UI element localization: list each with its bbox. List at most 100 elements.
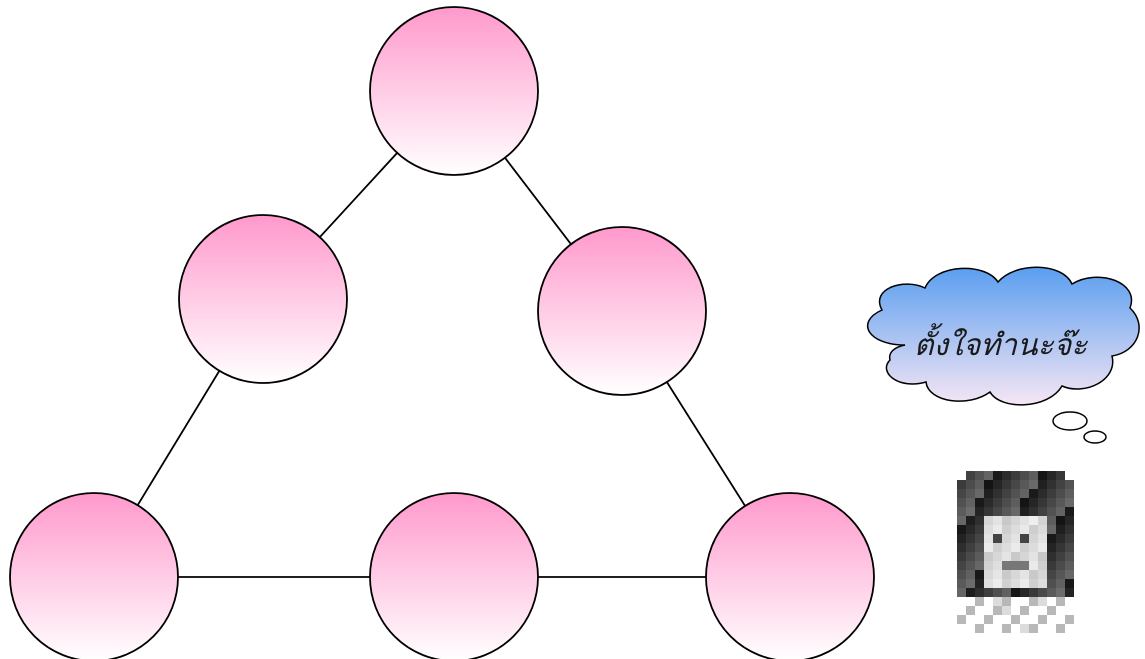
- portrait-pixel: [1065, 543, 1074, 552]
- portrait-pixel: [1011, 516, 1020, 525]
- portrait-pixel: [1038, 498, 1047, 507]
- portrait-pixel: [1038, 552, 1047, 561]
- node-bottom-left: [9, 492, 179, 659]
- portrait-pixel: [1011, 543, 1020, 552]
- portrait-pixel: [1056, 597, 1065, 606]
- portrait-pixel: [1002, 597, 1011, 606]
- portrait-pixel: [1020, 579, 1029, 588]
- portrait-pixel: [966, 471, 975, 480]
- portrait-pixel: [984, 489, 993, 498]
- portrait-pixel: [975, 498, 984, 507]
- portrait-pixel: [984, 615, 993, 624]
- portrait-pixel: [1038, 588, 1047, 597]
- portrait-pixel: [984, 507, 993, 516]
- portrait-pixel: [1002, 588, 1011, 597]
- portrait-pixel: [1038, 480, 1047, 489]
- portrait-pixel: [1056, 543, 1065, 552]
- portrait-pixel: [1002, 579, 1011, 588]
- portrait-pixel: [1047, 543, 1056, 552]
- portrait-pixel: [1011, 615, 1020, 624]
- portrait-pixel: [993, 498, 1002, 507]
- portrait-pixel: [1065, 561, 1074, 570]
- portrait-pixel: [993, 471, 1002, 480]
- portrait-pixel: [975, 552, 984, 561]
- portrait-pixel: [1002, 507, 1011, 516]
- portrait-pixel: [1020, 480, 1029, 489]
- portrait-pixel: [1047, 570, 1056, 579]
- thought-bubble: ตั้งใจทำนะจ๊ะ: [867, 266, 1140, 444]
- portrait-pixel: [957, 543, 966, 552]
- portrait-pixel: [984, 471, 993, 480]
- portrait-pixel: [1047, 507, 1056, 516]
- portrait-pixel: [975, 516, 984, 525]
- portrait-pixel: [1047, 561, 1056, 570]
- portrait-pixel: [1065, 615, 1074, 624]
- portrait-pixel: [1056, 480, 1065, 489]
- portrait-pixel: [975, 579, 984, 588]
- portrait-pixel: [966, 489, 975, 498]
- portrait-pixel: [966, 525, 975, 534]
- portrait-pixel: [993, 579, 1002, 588]
- portrait-pixel: [1011, 498, 1020, 507]
- portrait-pixel: [1056, 471, 1065, 480]
- portrait-pixel: [1002, 561, 1011, 570]
- portrait-pixel: [1065, 570, 1074, 579]
- portrait-pixel: [966, 507, 975, 516]
- portrait-pixel: [984, 588, 993, 597]
- thought-bubble-text: ตั้งใจทำนะจ๊ะ: [914, 323, 1088, 363]
- portrait-pixel: [975, 480, 984, 489]
- portrait-pixel: [1065, 507, 1074, 516]
- portrait-pixel: [984, 552, 993, 561]
- portrait-pixel: [1047, 588, 1056, 597]
- portrait-pixel: [1011, 570, 1020, 579]
- portrait-pixel: [975, 534, 984, 543]
- thought-dot-small: [1083, 430, 1107, 444]
- portrait-pixel: [1011, 534, 1020, 543]
- portrait-pixel: [1047, 534, 1056, 543]
- portrait-pixel: [957, 570, 966, 579]
- portrait-pixel: [1056, 507, 1065, 516]
- portrait-pixel: [1047, 471, 1056, 480]
- portrait-pixel: [993, 570, 1002, 579]
- portrait-pixel: [1056, 534, 1065, 543]
- portrait-pixel: [975, 588, 984, 597]
- portrait-pixel: [975, 597, 984, 606]
- portrait-pixel: [1002, 543, 1011, 552]
- portrait-pixel: [993, 480, 1002, 489]
- portrait-pixel: [1029, 507, 1038, 516]
- portrait-pixel: [1002, 570, 1011, 579]
- portrait-pixel: [1020, 471, 1029, 480]
- portrait-pixel: [957, 507, 966, 516]
- portrait-pixel: [1056, 588, 1065, 597]
- portrait-pixel: [957, 561, 966, 570]
- portrait-pixel: [1020, 525, 1029, 534]
- portrait-pixel: [984, 480, 993, 489]
- portrait-pixel: [966, 570, 975, 579]
- portrait-pixel: [1029, 498, 1038, 507]
- portrait-pixel: [975, 561, 984, 570]
- portrait-pixel: [1029, 534, 1038, 543]
- portrait-pixel: [975, 471, 984, 480]
- portrait-pixel: [1029, 570, 1038, 579]
- portrait-pixel: [1056, 516, 1065, 525]
- portrait-pixel: [1056, 570, 1065, 579]
- pixelated-portrait-icon: [957, 471, 1074, 633]
- portrait-pixel: [1038, 525, 1047, 534]
- portrait-pixel: [1029, 489, 1038, 498]
- portrait-pixel: [993, 525, 1002, 534]
- portrait-pixel: [975, 525, 984, 534]
- portrait-pixel: [966, 579, 975, 588]
- portrait-pixel: [1029, 588, 1038, 597]
- portrait-pixel: [1029, 516, 1038, 525]
- portrait-pixel: [1002, 525, 1011, 534]
- portrait-pixel: [975, 507, 984, 516]
- portrait-pixel: [1020, 543, 1029, 552]
- portrait-pixel: [1029, 561, 1038, 570]
- portrait-pixel: [984, 525, 993, 534]
- portrait-pixel: [966, 534, 975, 543]
- portrait-pixel: [1002, 534, 1011, 543]
- portrait-pixel: [1011, 561, 1020, 570]
- portrait-pixel: [1029, 552, 1038, 561]
- portrait-pixel: [1038, 507, 1047, 516]
